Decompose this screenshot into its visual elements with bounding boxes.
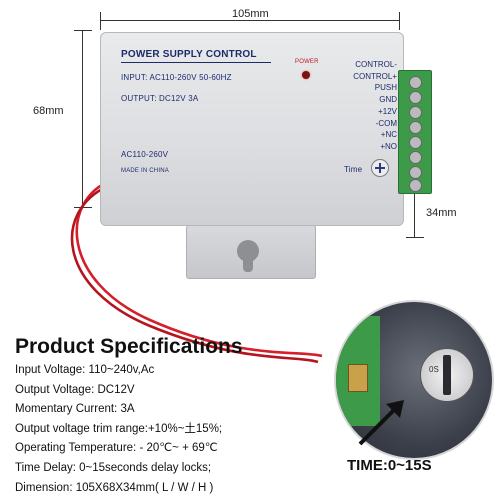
depth-label: 34mm <box>426 207 457 219</box>
spec-trim-range: Output voltage trim range:+10%~土15%; <box>15 422 223 435</box>
terminal-screw[interactable] <box>409 106 422 119</box>
terminal-screw[interactable] <box>409 91 422 104</box>
power-supply-enclosure: POWER SUPPLY CONTROL INPUT: AC110-260V 5… <box>100 32 404 226</box>
device-input-rating: INPUT: AC110-260V 50-60HZ <box>121 73 232 82</box>
width-label: 105mm <box>230 8 271 20</box>
terminal-label-gnd: GND <box>379 95 397 105</box>
terminal-screw[interactable] <box>409 166 422 179</box>
specs-list: Input Voltage: 110~240v,Ac Output Voltag… <box>15 361 222 498</box>
device-output-rating: OUTPUT: DC12V 3A <box>121 94 199 103</box>
power-led-label: POWER <box>295 59 319 65</box>
mounting-bracket <box>186 225 316 279</box>
terminal-label-nc: +NC <box>380 130 397 140</box>
specs-title: Product Specifications <box>15 335 243 358</box>
made-in-label: MADE IN CHINA <box>121 168 169 174</box>
time-knob-detail: 0S <box>334 300 494 460</box>
power-wires <box>70 178 323 364</box>
device-title: POWER SUPPLY CONTROL <box>121 49 257 60</box>
terminal-label-no: +NO <box>380 141 397 151</box>
terminal-label-com: -COM <box>375 118 397 128</box>
keyhole-slot <box>237 240 259 262</box>
time-label: Time <box>344 165 363 174</box>
detail-arrow-icon <box>358 400 404 446</box>
terminal-label-control-minus: CONTROL- <box>355 60 397 69</box>
time-adjust-knob[interactable] <box>371 159 389 177</box>
spec-output-voltage: Output Voltage: DC12V <box>15 383 135 396</box>
terminal-screw[interactable] <box>409 136 422 149</box>
terminal-labels: CONTROL- CONTROL+ PUSH GND +12V -COM +NC… <box>327 59 397 153</box>
terminal-block <box>398 70 432 194</box>
detail-potentiometer[interactable]: 0S <box>420 348 474 402</box>
terminal-screw[interactable] <box>409 76 422 89</box>
terminal-label-push: PUSH <box>374 83 397 93</box>
terminal-label-12v: +12V <box>378 106 397 116</box>
spec-input-voltage: Input Voltage: 110~240v,Ac <box>15 364 155 376</box>
terminal-screw[interactable] <box>409 121 422 134</box>
terminal-label-control-plus: CONTROL+ <box>353 71 397 81</box>
spec-time-delay: Time Delay: 0~15seconds delay locks; <box>15 461 212 474</box>
spec-dimension: Dimension: 105X68X34mm( L / W / H ) <box>15 481 214 494</box>
height-label: 68mm <box>33 105 64 117</box>
spec-operating-temperature: Operating Temperature: - 20℃~ + 69℃ <box>15 442 218 455</box>
ac-rating: AC110-260V <box>121 150 169 159</box>
terminal-screw[interactable] <box>409 151 422 164</box>
spec-momentary-current: Momentary Current: 3A <box>15 403 135 416</box>
time-caption: TIME:0~15S <box>347 457 432 474</box>
width-dimension: 105mm <box>100 6 400 30</box>
terminal-screw[interactable] <box>409 179 422 192</box>
detail-terminal-screw <box>348 364 368 392</box>
potentiometer-marking: 0S <box>429 365 439 374</box>
power-led <box>302 71 310 79</box>
